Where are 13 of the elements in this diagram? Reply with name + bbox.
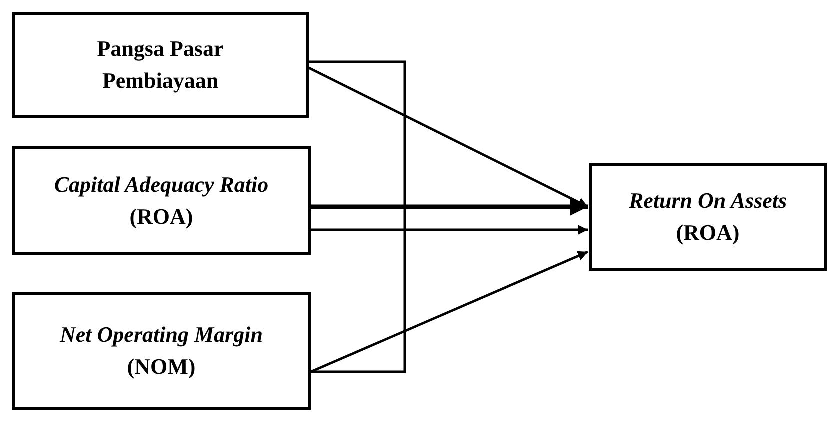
variable-box (12, 12, 309, 118)
arrow (311, 225, 588, 235)
arrow (311, 198, 588, 216)
variable-label: Return On Assets (ROA) (628, 187, 788, 247)
variable-box (12, 146, 311, 255)
variable-label: Pangsa Pasar Pembiayaan (96, 35, 225, 95)
variable-label: Net Operating Margin (NOM) (58, 321, 264, 381)
connector-line (309, 60, 406, 374)
variable-box (589, 163, 827, 271)
variable-label: Capital Adequacy Ratio (ROA) (53, 170, 270, 231)
arrow (308, 66, 589, 208)
arrow (310, 250, 588, 374)
variable-box (12, 292, 311, 410)
